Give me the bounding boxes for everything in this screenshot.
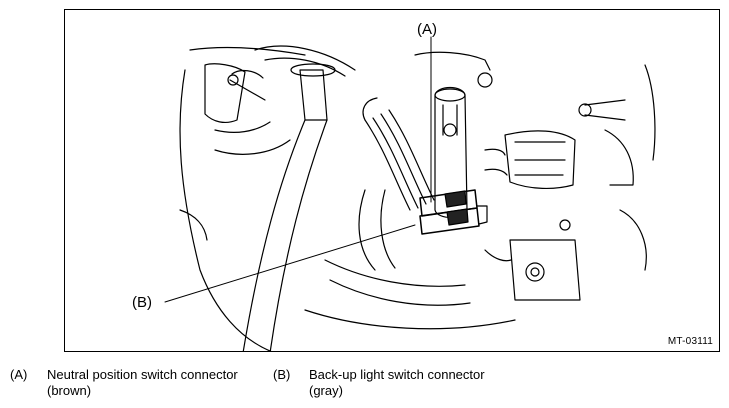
legend-key: (B)	[273, 367, 291, 382]
figure-frame: (A) (B) MT-03111	[64, 9, 720, 352]
figure-id: MT-03111	[667, 336, 713, 347]
engine-illustration	[164, 36, 656, 351]
legend-desc-line2: (brown)	[47, 383, 92, 398]
legend-desc-line1: Neutral position switch connector	[47, 367, 238, 382]
legend-desc-line2: (gray)	[309, 383, 343, 398]
callout-a: (A)	[417, 21, 437, 38]
legend-desc-line1: Back-up light switch connector	[309, 367, 485, 382]
callout-b: (B)	[132, 294, 152, 311]
legend-key: (A)	[10, 367, 28, 382]
